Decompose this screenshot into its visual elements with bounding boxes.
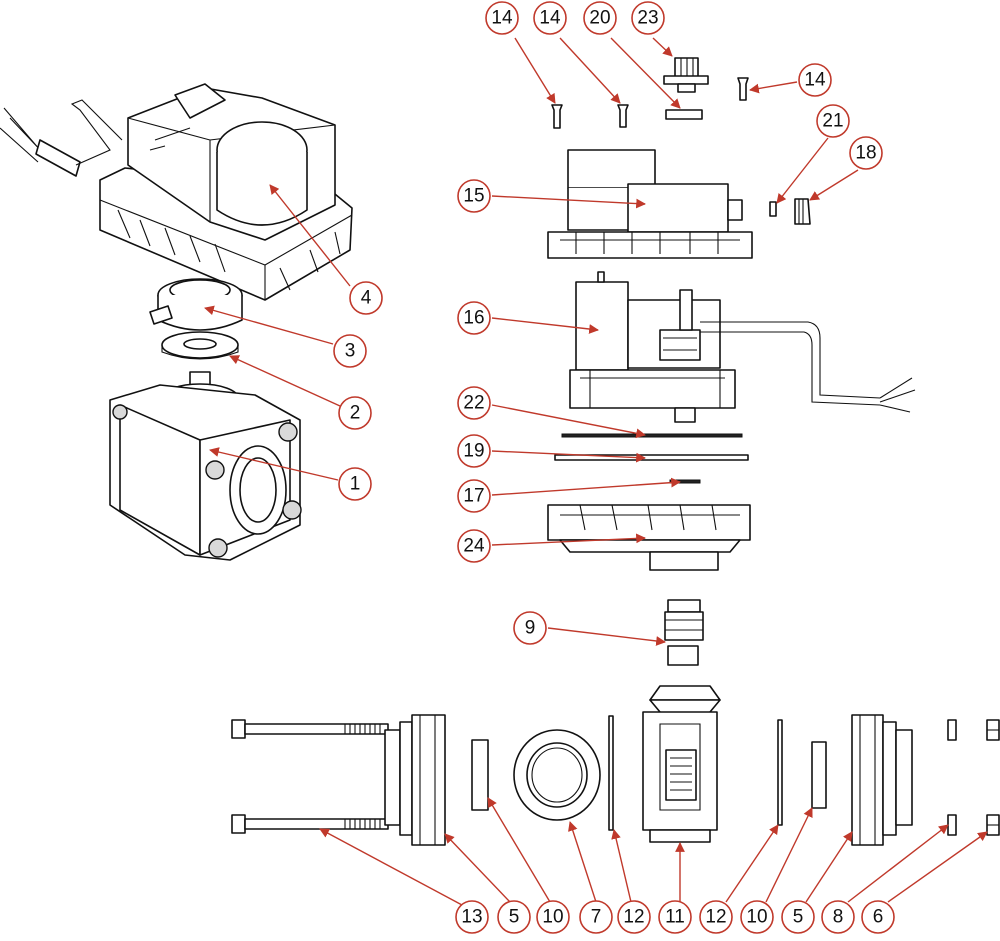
part-3-coupler-ring [149,278,243,331]
svg-text:2: 2 [350,403,361,424]
callout-14: 14 [533,1,567,35]
svg-text:21: 21 [822,111,843,132]
part-8-washers [947,719,957,836]
part-14-screws [551,77,749,129]
callouts: 14 14 20 23 14 21 18 15 16 22 19 17 24 9… [333,1,895,934]
callout-19: 19 [457,434,491,468]
part-18-cap [794,198,811,225]
svg-text:5: 5 [509,907,520,928]
part-2-washer [161,331,239,360]
svg-text:22: 22 [463,393,484,414]
svg-text:6: 6 [873,907,884,928]
part-4-actuator-cover [0,83,353,301]
callout-10: 10 [740,900,774,934]
part-5-left-end-connector [384,714,446,846]
svg-text:11: 11 [665,907,685,928]
callout-2: 2 [338,396,372,430]
part-16-motor-board [569,271,916,423]
callout-21: 21 [816,104,850,138]
part-21-pin [769,201,777,217]
svg-text:3: 3 [345,341,356,362]
part-12-right-oring [777,719,783,826]
part-15-top-housing [547,149,753,259]
part-9-stem-adapter [664,599,704,666]
callout-14: 14 [485,1,519,35]
part-7-ball-seat [513,729,601,821]
svg-text:24: 24 [463,536,485,557]
part-24-base-plate [547,504,751,571]
callout-17: 17 [457,479,491,513]
svg-text:19: 19 [463,441,484,462]
svg-text:13: 13 [461,907,482,928]
svg-text:10: 10 [542,907,563,928]
part-1-ball-valve-body [109,371,302,561]
svg-text:9: 9 [525,618,536,639]
callout-5: 5 [781,900,815,934]
callout-6: 6 [861,900,895,934]
svg-text:14: 14 [491,8,513,29]
part-13-bolts [231,719,389,834]
part-22-gasket [561,433,743,438]
callout-12: 12 [617,900,651,934]
callout-1: 1 [338,467,372,501]
part-11-valve-center [642,685,721,843]
svg-text:5: 5 [793,907,804,928]
svg-text:1: 1 [350,474,361,495]
part-5-right-end-connector [851,714,913,846]
callout-16: 16 [457,301,491,335]
callout-12: 12 [699,900,733,934]
callout-4: 4 [349,281,383,315]
svg-text:4: 4 [361,288,372,309]
callout-7: 7 [579,900,613,934]
svg-text:16: 16 [463,308,484,329]
part-12-left-oring [608,715,614,831]
part-10-left-seal [471,739,489,811]
callout-18: 18 [849,136,883,170]
callout-22: 22 [457,386,491,420]
callout-5: 5 [497,900,531,934]
part-23-connector [663,57,709,93]
svg-text:12: 12 [623,907,644,928]
callout-20: 20 [583,1,617,35]
svg-text:23: 23 [637,8,658,29]
part-20-pad [665,109,703,120]
svg-text:18: 18 [855,143,876,164]
part-6-nuts [986,719,1000,836]
svg-text:20: 20 [589,8,610,29]
svg-text:12: 12 [705,907,726,928]
callout-15: 15 [457,179,491,213]
callout-23: 23 [631,1,665,35]
svg-text:7: 7 [591,907,602,928]
callout-11: 11 [658,900,692,934]
callout-10: 10 [536,900,570,934]
callout-8: 8 [821,900,855,934]
callout-13: 13 [455,900,489,934]
leader-lines [204,37,988,906]
svg-text:17: 17 [463,486,484,507]
svg-text:15: 15 [463,186,484,207]
svg-text:8: 8 [833,907,844,928]
part-10-right-seal [811,741,827,809]
svg-text:14: 14 [804,70,826,91]
callout-3: 3 [333,334,367,368]
svg-text:10: 10 [746,907,767,928]
svg-text:14: 14 [539,8,561,29]
callout-9: 9 [513,611,547,645]
callout-24: 24 [457,529,491,563]
callout-14: 14 [798,63,832,97]
